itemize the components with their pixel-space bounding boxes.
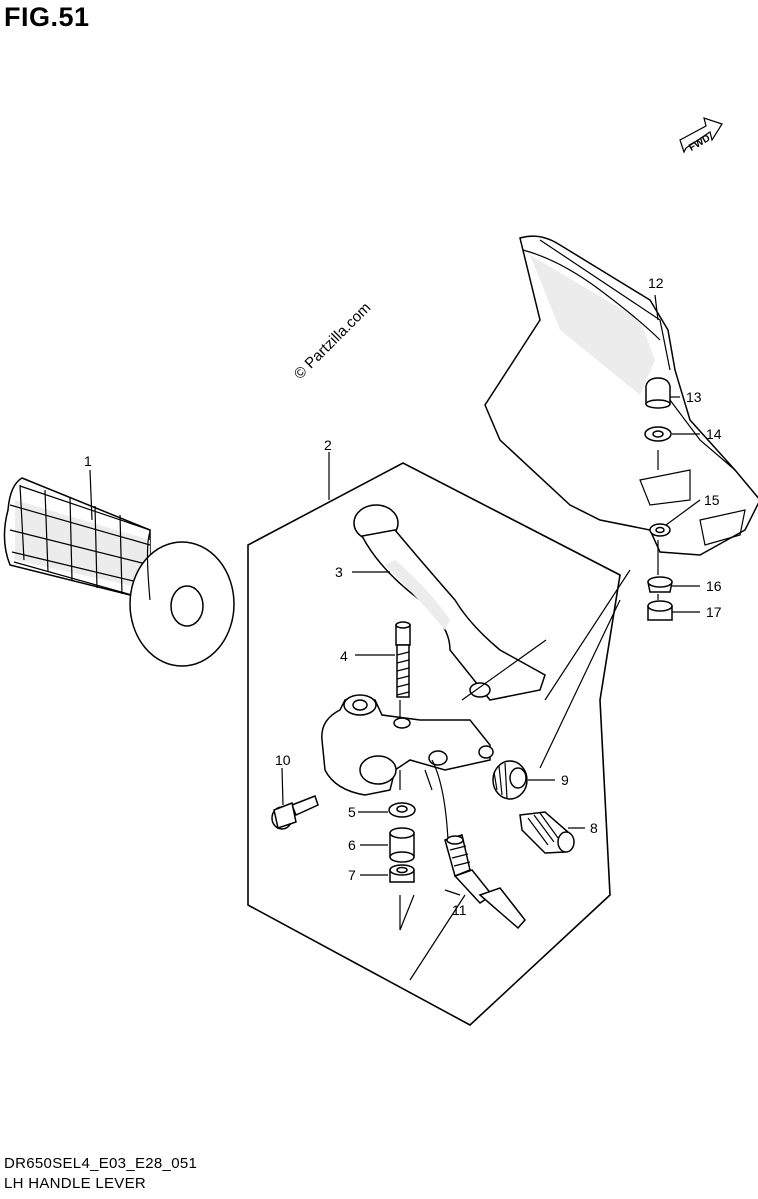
callout-7: 7 bbox=[348, 867, 356, 883]
callout-1: 1 bbox=[84, 453, 92, 469]
callout-10: 10 bbox=[275, 752, 291, 768]
callout-4: 4 bbox=[340, 648, 348, 664]
lock-ring-part bbox=[492, 760, 528, 800]
callout-6: 6 bbox=[348, 837, 356, 853]
cable-part bbox=[431, 759, 526, 930]
watermark: © Partzilla.com bbox=[291, 299, 374, 382]
hand-guard-part bbox=[484, 235, 758, 556]
clutch-lever-part bbox=[353, 504, 546, 701]
spacer-6-part bbox=[389, 827, 415, 863]
callout-3: 3 bbox=[335, 564, 343, 580]
nut-17-part bbox=[647, 600, 673, 621]
washer-5-part bbox=[388, 802, 416, 818]
callout-16: 16 bbox=[706, 578, 722, 594]
callout-11: 11 bbox=[452, 902, 467, 918]
figure-title: FIG.51 bbox=[4, 2, 90, 32]
assembly-outline bbox=[247, 462, 621, 1026]
cap-nut-part bbox=[645, 377, 671, 409]
clamp-bolt-part bbox=[271, 795, 319, 830]
callout-17: 17 bbox=[706, 604, 722, 620]
fwd-arrow-icon: FWD bbox=[679, 117, 723, 154]
washer-14-part bbox=[644, 426, 672, 442]
callout-12: 12 bbox=[648, 275, 664, 291]
adjuster-part bbox=[519, 811, 575, 854]
callout-9: 9 bbox=[561, 772, 569, 788]
nut-7-part bbox=[389, 864, 415, 883]
footer-name: LH HANDLE LEVER bbox=[4, 1175, 147, 1192]
callout-15: 15 bbox=[704, 492, 720, 508]
callout-2: 2 bbox=[324, 437, 332, 453]
lever-holder-part bbox=[321, 694, 494, 796]
bracket-15-part bbox=[649, 523, 671, 537]
grip-part bbox=[3, 477, 235, 667]
footer-code: DR650SEL4_E03_E28_051 bbox=[4, 1155, 198, 1172]
leader-lines bbox=[89, 294, 701, 981]
callout-5: 5 bbox=[348, 804, 356, 820]
callout-14: 14 bbox=[706, 426, 722, 442]
callout-13: 13 bbox=[686, 389, 702, 405]
collar-16-part bbox=[647, 576, 673, 593]
callout-8: 8 bbox=[590, 820, 598, 836]
pivot-bolt-part bbox=[395, 621, 411, 698]
